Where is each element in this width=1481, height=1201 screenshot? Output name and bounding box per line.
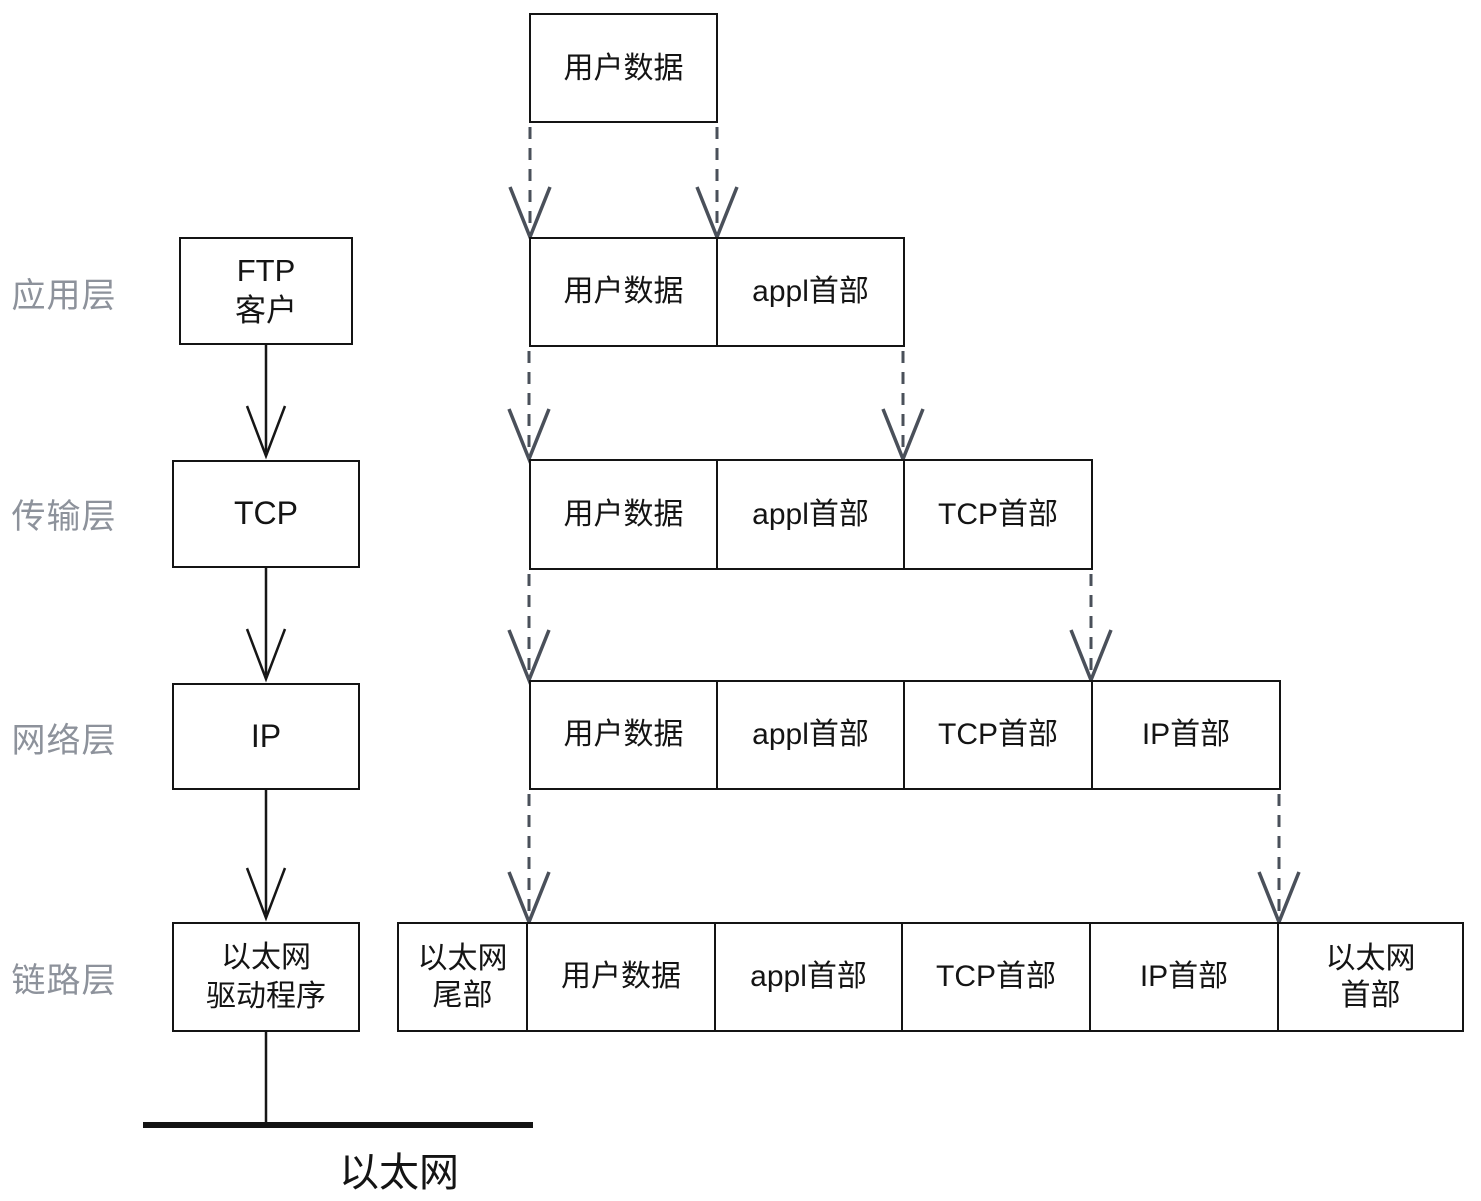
packet-cell: 以太网 尾部 [399, 924, 528, 1030]
layer-label-transport: 传输层 [11, 497, 117, 536]
packet-cell: appl首部 [752, 275, 869, 309]
packet-cell: IP首部 [1141, 718, 1231, 752]
solid-arrow-tcp-to-ip [245, 568, 287, 683]
layer-label-link: 链路层 [11, 961, 117, 1000]
dashed-arrow-transport-to-network-right [1069, 574, 1113, 685]
ip-box: IP [172, 683, 360, 790]
layer-label-application: 应用层 [11, 276, 117, 315]
dashed-arrow-app-to-transport-left [507, 351, 551, 464]
ethernet-label: 以太网 [339, 1151, 459, 1195]
tcp-box: TCP [172, 460, 360, 568]
packet-cell: appl首部 [716, 924, 903, 1030]
dashed-arrow-network-to-link-right [1257, 794, 1301, 927]
dashed-arrow-transport-to-network-left [507, 574, 551, 685]
network-packet-row: 用户数据 appl首部 TCP首部 IP首部 [529, 680, 1281, 790]
link-packet-row: 以太网 尾部 用户数据 appl首部 TCP首部 IP首部 以太网 首部 [397, 922, 1464, 1032]
application-packet-row: 用户数据 appl首部 [529, 237, 905, 347]
packet-cell: IP首部 [1091, 924, 1279, 1030]
solid-arrow-ftp-to-tcp [245, 345, 287, 460]
solid-arrow-ip-to-driver [245, 790, 287, 922]
packet-cell: TCP首部 [903, 924, 1091, 1030]
packet-cell: 用户数据 [531, 461, 718, 568]
user-data-box: 用户数据 [529, 13, 718, 123]
packet-cell: 用户数据 [531, 682, 718, 788]
ethernet-driver-box: 以太网 驱动程序 [172, 922, 360, 1032]
packet-cell: 用户数据 [531, 239, 718, 345]
dashed-arrow-userdata-right [695, 127, 739, 242]
dashed-arrow-network-to-link-left [507, 794, 551, 927]
packet-cell: 用户数据 [528, 924, 716, 1030]
packet-cell: TCP首部 [905, 682, 1093, 788]
packet-cell: appl首部 [718, 461, 905, 568]
packet-cell: appl首部 [718, 682, 905, 788]
packet-cell: 以太网 首部 [1325, 941, 1416, 1013]
ftp-client-box: FTP 客户 [179, 237, 353, 345]
transport-packet-row: 用户数据 appl首部 TCP首部 [529, 459, 1093, 570]
layer-label-network: 网络层 [11, 721, 117, 760]
packet-cell: TCP首部 [938, 497, 1058, 531]
dashed-arrow-app-to-transport-right [881, 351, 925, 464]
dashed-arrow-userdata-left [508, 127, 552, 242]
